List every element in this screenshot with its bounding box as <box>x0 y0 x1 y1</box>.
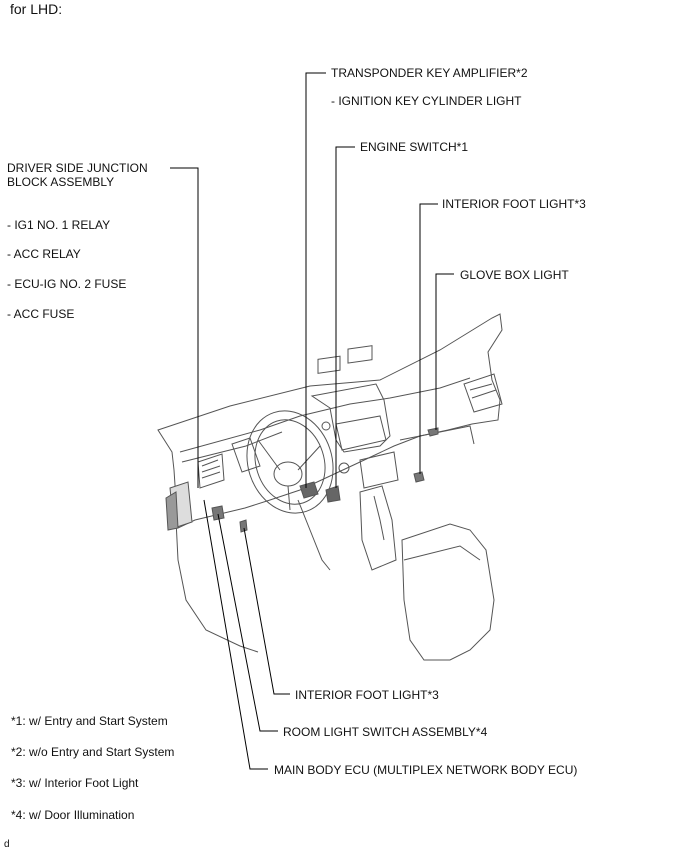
passenger-seat <box>401 523 495 661</box>
leader-transponder <box>305 72 326 488</box>
leader-foot-light-right <box>419 203 438 474</box>
label-junction-line2: BLOCK ASSEMBLY <box>7 175 115 189</box>
label-ecu-ig-fuse: - ECU-IG NO. 2 FUSE <box>7 277 127 291</box>
label-glove-box-light: GLOVE BOX LIGHT <box>460 268 569 282</box>
label-interior-foot-light-left: INTERIOR FOOT LIGHT*3 <box>295 688 439 702</box>
label-room-light-switch: ROOM LIGHT SWITCH ASSEMBLY*4 <box>283 725 488 739</box>
label-interior-foot-light-right: INTERIOR FOOT LIGHT*3 <box>442 197 586 211</box>
meter-hood <box>231 437 261 473</box>
foot-light-left-part <box>239 519 248 533</box>
display-screen <box>335 415 387 451</box>
footnote-4: *4: w/ Door Illumination <box>11 808 135 822</box>
right-vent <box>463 373 503 413</box>
figure-mark: d <box>4 839 10 850</box>
leader-foot-light-left <box>243 527 290 695</box>
center-stack <box>310 383 391 453</box>
leader-room-light <box>217 513 278 732</box>
floor-left <box>175 519 259 653</box>
foot-light-right-part <box>413 471 425 483</box>
page-title: for LHD: <box>10 1 63 17</box>
room-light-part <box>211 505 225 521</box>
label-junction-line1: DRIVER SIDE JUNCTION <box>7 161 148 175</box>
label-ig1-relay: - IG1 NO. 1 RELAY <box>7 218 111 232</box>
label-acc-relay: - ACC RELAY <box>7 247 81 261</box>
label-main-body-ecu: MAIN BODY ECU (MULTIPLEX NETWORK BODY EC… <box>274 763 578 777</box>
leader-glove-box <box>435 273 454 430</box>
label-acc-fuse: - ACC FUSE <box>7 307 75 321</box>
steering-wheel <box>246 410 334 514</box>
leader-engine-switch <box>335 146 355 488</box>
left-vent <box>197 453 225 489</box>
engine-switch-part <box>325 485 341 503</box>
label-engine-switch: ENGINE SWITCH*1 <box>360 140 469 154</box>
center-console <box>359 485 397 571</box>
footnote-3: *3: w/ Interior Foot Light <box>11 776 139 790</box>
footnote-2: *2: w/o Entry and Start System <box>11 745 175 759</box>
transponder-amp <box>299 481 319 499</box>
label-transponder-key-amplifier: TRANSPONDER KEY AMPLIFIER*2 <box>331 66 528 80</box>
leader-junction <box>170 167 199 488</box>
dash-top-line <box>179 377 471 453</box>
leader-main-body-ecu <box>203 499 268 770</box>
footnote-1: *1: w/ Entry and Start System <box>11 714 168 728</box>
label-ignition-key-cylinder-light: - IGNITION KEY CYLINDER LIGHT <box>331 94 522 108</box>
